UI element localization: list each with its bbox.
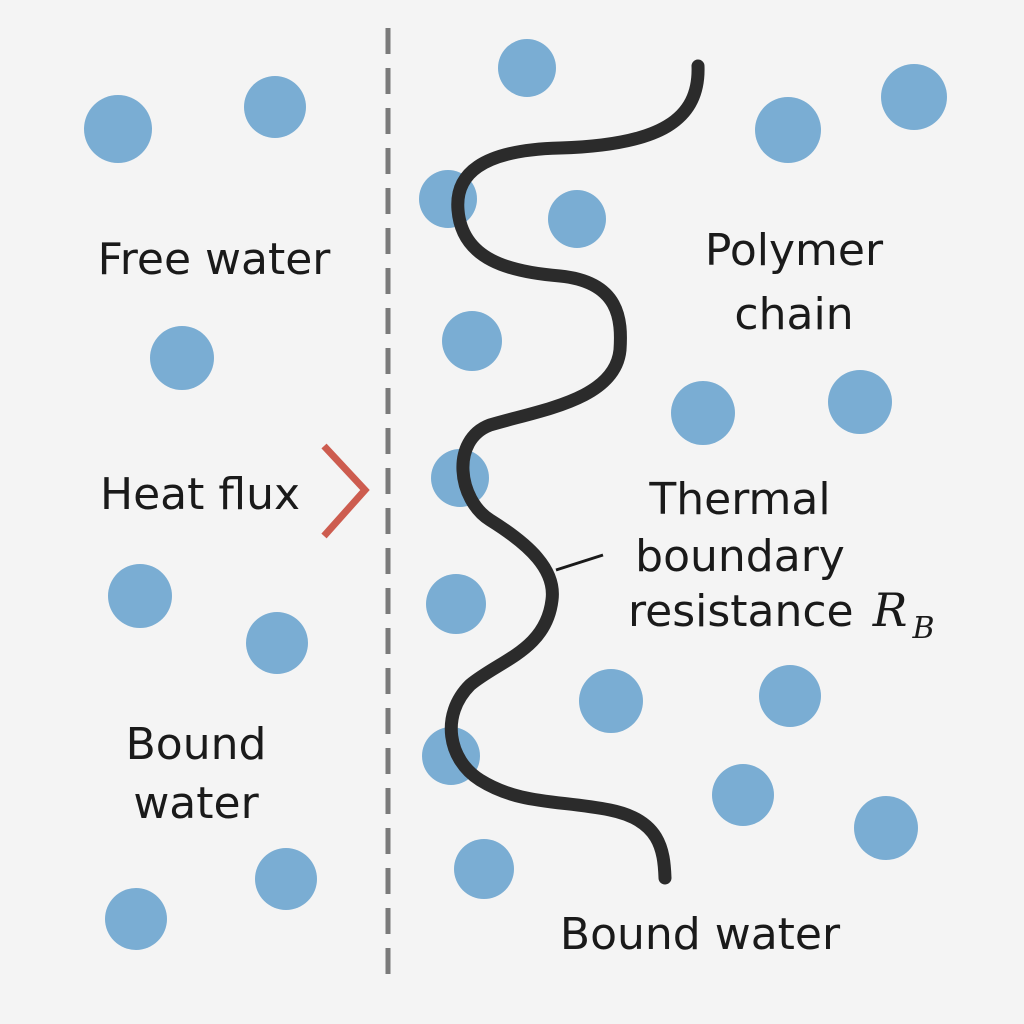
thermal-label-line3: resistance R B: [628, 583, 935, 646]
polymer-chain-label-line1: Polymer: [705, 225, 884, 276]
water-molecule: [246, 612, 308, 674]
heat-flux-label: Heat flux: [100, 469, 300, 520]
water-molecule: [84, 95, 152, 163]
chevron-right-icon: [321, 443, 370, 539]
water-molecule: [426, 574, 486, 634]
bound-water-bottom-label: Bound water: [560, 909, 841, 960]
polymer-chain-label-line2: chain: [734, 289, 853, 340]
water-molecule: [454, 839, 514, 899]
thermal-label-line1: Thermal: [648, 474, 830, 525]
polymer-chain: [444, 59, 705, 885]
bound-water-left-label-line2: water: [133, 778, 259, 829]
water-molecule: [881, 64, 947, 130]
free-water-label: Free water: [98, 234, 332, 285]
water-molecule: [255, 848, 317, 910]
water-molecule: [712, 764, 774, 826]
water-molecule: [755, 97, 821, 163]
water-molecule: [498, 39, 556, 97]
boundary-leader-line: [555, 553, 604, 572]
water-molecule: [108, 564, 172, 628]
water-molecule: [854, 796, 918, 860]
bound-water-left-label-line1: Bound: [126, 719, 267, 770]
water-molecule: [150, 326, 214, 390]
water-molecule: [244, 76, 306, 138]
water-molecule: [759, 665, 821, 727]
water-molecule: [548, 190, 606, 248]
water-molecule: [105, 888, 167, 950]
water-molecules: [84, 39, 947, 950]
thermal-label-line2: boundary: [635, 531, 845, 582]
water-molecule: [671, 381, 735, 445]
water-molecule: [828, 370, 892, 434]
water-molecule: [442, 311, 502, 371]
water-molecule: [579, 669, 643, 733]
